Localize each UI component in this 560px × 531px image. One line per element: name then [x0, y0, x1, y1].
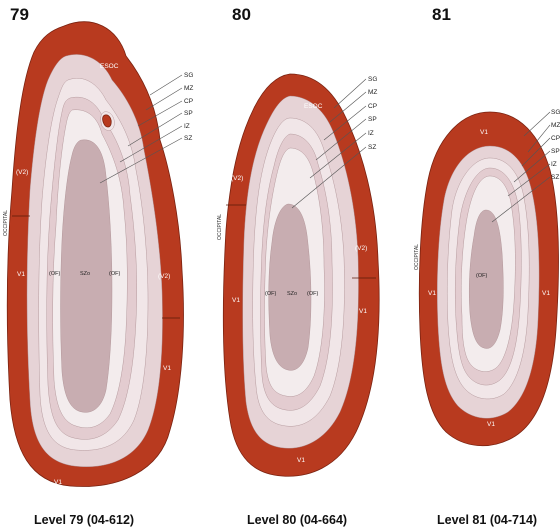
panel-80-layer-labels: SG MZ CP SP IZ SZ — [368, 76, 377, 151]
panel-81-caption: Level 81 (04-714) — [437, 513, 537, 527]
panel-79-v2-left-label: (V2) — [16, 169, 28, 176]
panel-80-esoc-label: ESOC — [304, 103, 323, 110]
panel-80-cp-label: CP — [368, 103, 377, 110]
panel-80-number: 80 — [232, 5, 251, 24]
panel-79-mz-label: MZ — [184, 85, 193, 92]
panel-81-leaders — [491, 111, 551, 223]
panel-80-v2-left-label: (V2) — [231, 175, 243, 182]
panel-79-sp-label: SP — [184, 110, 193, 117]
panel-79-of-right: (OF) — [109, 271, 120, 277]
panel-81: 81 V1 V1 V1 V1 (OF) OCCIPITAL SG MZ CP S… — [414, 5, 560, 527]
panel-80-occipital-label: OCCIPITAL — [217, 214, 223, 240]
panel-81-mz-label: MZ — [551, 122, 560, 129]
panel-79-caption: Level 79 (04-612) — [34, 513, 134, 527]
panel-80-v1-bottom-label: V1 — [297, 457, 305, 464]
panel-79-number: 79 — [10, 5, 29, 24]
panel-79-v1-left-label: V1 — [17, 271, 25, 278]
panel-79-v1-bottom-label: V1 — [54, 479, 62, 486]
panel-79-occipital-label: OCCIPITAL — [3, 210, 9, 236]
panel-80-sz-label: SZ — [368, 144, 376, 151]
panel-79-layer-labels: SG MZ CP SP IZ SZ — [184, 72, 193, 142]
panel-79-v1-right-label: V1 — [163, 365, 171, 372]
panel-81-v1-right-label: V1 — [542, 290, 550, 297]
panel-80-v1-right-label: V1 — [359, 308, 367, 315]
panel-79-iz-label: IZ — [184, 123, 190, 130]
panel-81-number: 81 — [432, 5, 451, 24]
panel-80-sp-label: SP — [368, 116, 377, 123]
panel-81-layer-labels: SG MZ CP SP IZ SZ — [551, 109, 560, 181]
panel-80-of-left: (OF) — [265, 291, 276, 297]
panel-81-v1-left-label: V1 — [428, 290, 436, 297]
panel-81-occipital-label: OCCIPITAL — [414, 244, 420, 270]
panel-79: 79 ESOC (V2) (V2) V1 V1 V1 (OF) SZo (OF)… — [3, 5, 193, 527]
panel-79-leaders — [99, 74, 183, 184]
panel-80-of-right: (OF) — [307, 291, 318, 297]
panel-79-sg-label: SG — [184, 72, 193, 79]
panel-80-leaders — [291, 78, 367, 209]
panel-81-sg-label: SG — [551, 109, 560, 116]
panel-80-v1-left-label: V1 — [232, 297, 240, 304]
panel-81-iz-label: IZ — [551, 161, 557, 168]
panel-80-v2-right-label: (V2) — [355, 245, 367, 252]
panel-79-sz-label: SZ — [184, 135, 192, 142]
panel-80-szo: SZo — [287, 291, 297, 297]
panel-81-sp-label: SP — [551, 148, 560, 155]
panel-79-szo: SZo — [80, 271, 90, 277]
panel-80-iz-label: IZ — [368, 130, 374, 137]
panel-81-sz-label: SZ — [551, 174, 559, 181]
panel-81-core — [469, 209, 504, 349]
panel-79-cp-label: CP — [184, 98, 193, 105]
panel-81-v1-top-label: V1 — [480, 129, 488, 136]
panel-81-v1-bottom-label: V1 — [487, 421, 495, 428]
panel-79-of-left: (OF) — [49, 271, 60, 277]
panel-79-core — [60, 139, 113, 413]
panel-80-mz-label: MZ — [368, 89, 377, 96]
panel-79-v2-right-label: (V2) — [158, 273, 170, 280]
panel-80-caption: Level 80 (04-664) — [247, 513, 347, 527]
panel-80: 80 ESOC (V2) (V2) V1 V1 V1 (OF) SZo (OF)… — [217, 5, 380, 527]
panel-79-esoc-label: ESOC — [100, 63, 119, 70]
panel-81-cp-label: CP — [551, 135, 560, 142]
panel-80-sg-label: SG — [368, 76, 377, 83]
panel-79-notch-inner — [102, 114, 112, 128]
panel-81-of-center: (OF) — [476, 273, 487, 279]
panel-80-core — [268, 203, 312, 371]
